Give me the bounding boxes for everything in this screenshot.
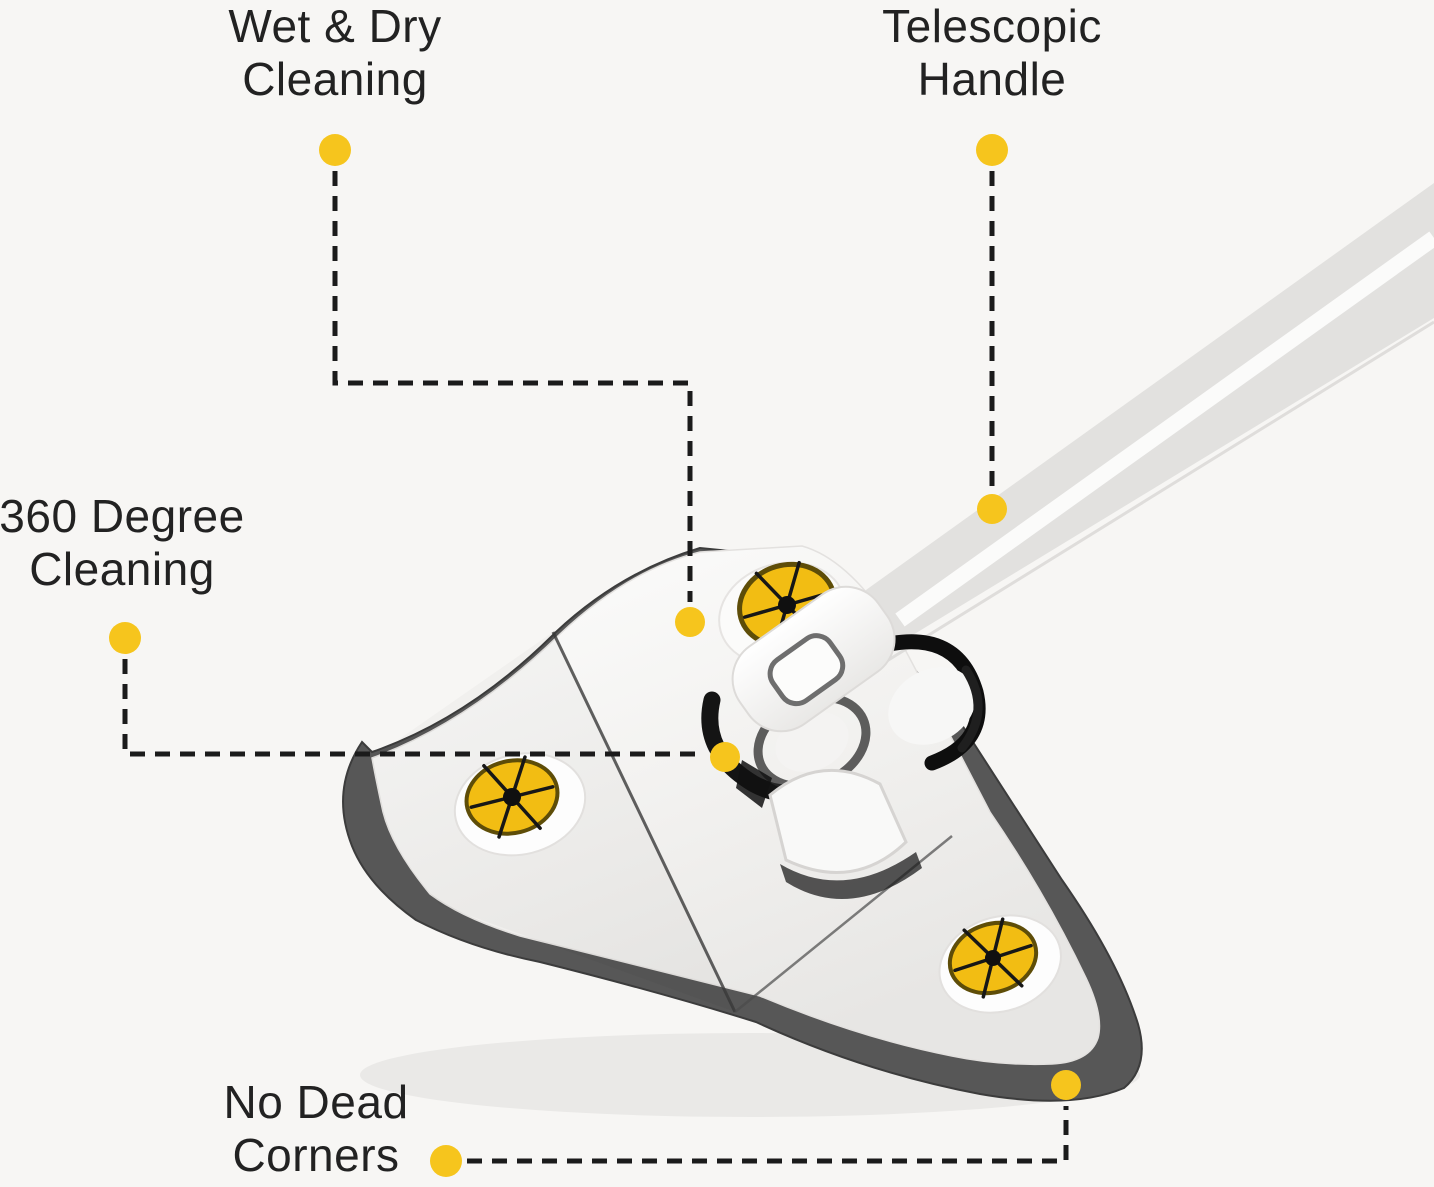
callout-dots [109,134,1081,1177]
locking-wheel-right [938,914,1062,1014]
dot-wet-dry-label [319,134,351,166]
telescopic-handle [832,183,1434,672]
dot-360-label [109,622,141,654]
dot-wet-dry-target [675,607,705,637]
feature-label-line: Cleaning [242,53,428,105]
feature-label-line: Telescopic [882,0,1102,52]
dot-telescopic-label [976,134,1008,166]
hanging-hole [767,633,846,707]
callout-line-360 [122,659,704,757]
callout-lines [122,171,1069,1164]
dot-telescopic-target [977,494,1007,524]
feature-label-line: Wet & Dry [228,0,442,52]
feature-label-360-degree-cleaning: 360 Degree Cleaning [0,490,322,596]
feature-label-telescopic-handle: Telescopic Handle [792,0,1192,106]
fold-seam-left [551,631,737,1013]
handle-end-cap [731,585,896,733]
feature-label-line: Cleaning [29,543,215,595]
feature-label-line: Corners [232,1129,400,1181]
dot-no-dead-target [1051,1070,1081,1100]
feature-label-line: No Dead [223,1076,409,1128]
feature-label-wet-dry-cleaning: Wet & Dry Cleaning [135,0,535,106]
dot-no-dead-label [430,1145,462,1177]
feature-label-no-dead-corners: No Dead Corners [116,1076,516,1182]
callout-line-no-dead [467,1106,1069,1164]
dot-360-target [710,742,740,772]
joint-bracket [736,760,922,900]
feature-label-line: 360 Degree [0,490,245,542]
feature-label-line: Handle [917,53,1067,105]
callout-line-wet-dry [332,171,693,602]
